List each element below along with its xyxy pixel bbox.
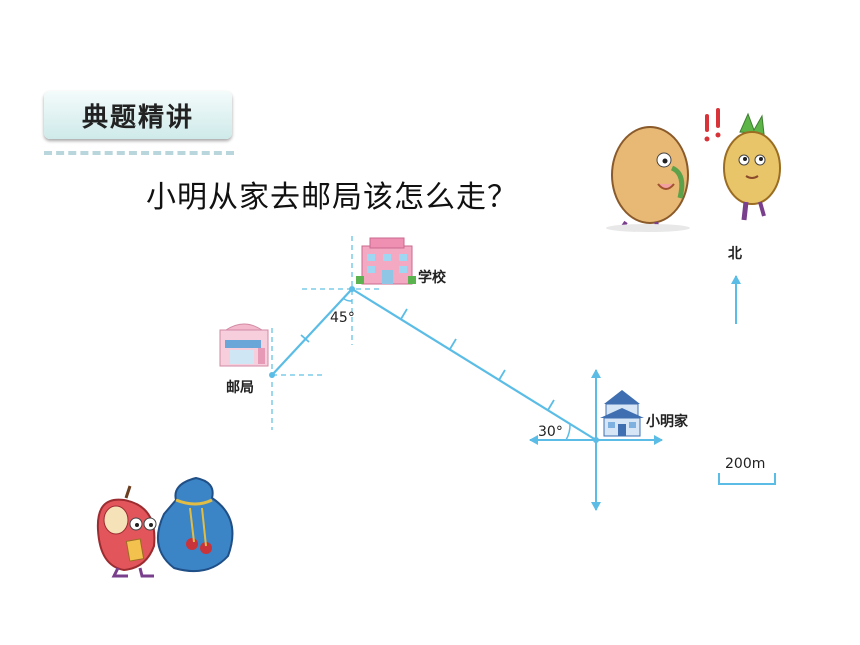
pineapple-character-illustration	[723, 112, 781, 221]
section-tag: 典题精讲	[44, 91, 232, 139]
school-icon	[356, 237, 416, 285]
north-label: 北	[728, 246, 742, 262]
school-angle-arc	[342, 297, 353, 302]
potato-character-illustration	[606, 126, 690, 232]
question-text: 小明从家去邮局该怎么走？	[146, 180, 518, 215]
home-angle-label: 30°	[538, 424, 563, 440]
post-office-point	[269, 372, 275, 378]
post-office-reference-lines	[271, 328, 325, 430]
apple-character-illustration	[96, 485, 157, 578]
school-point	[349, 286, 355, 292]
home-compass-cross	[529, 369, 663, 511]
divider	[44, 151, 234, 155]
school-label: 学校	[418, 269, 447, 286]
route-ticks	[300, 308, 555, 411]
route-path	[271, 288, 597, 441]
scale-label: 200m	[725, 456, 765, 472]
post-office-label: 邮局	[226, 379, 254, 396]
home-label: 小明家	[646, 413, 689, 430]
school-angle-label: 45°	[330, 310, 355, 326]
home-point	[593, 437, 599, 443]
post-office-icon	[219, 323, 269, 367]
scale-bar	[718, 473, 776, 485]
home-icon	[600, 390, 644, 437]
exclamation-marks	[704, 108, 721, 142]
home-angle-arc	[565, 423, 571, 441]
blue-bag-illustration	[157, 476, 234, 572]
